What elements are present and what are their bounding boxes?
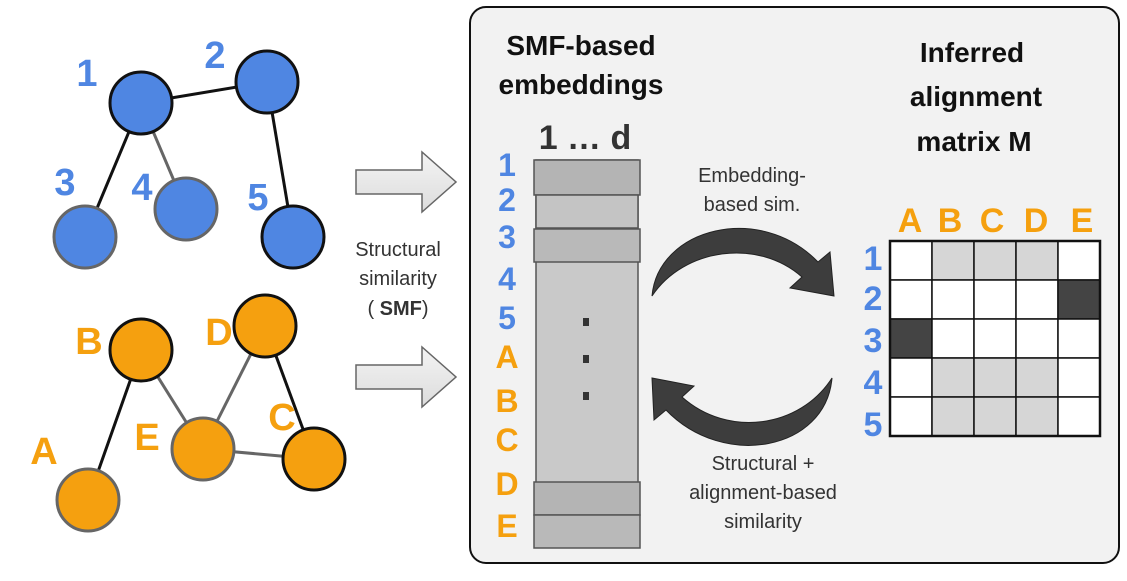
- matrix-cell-2-B: [931, 279, 975, 320]
- emb-label-B: B: [495, 383, 518, 419]
- matrix-title-line2: alignment: [910, 81, 1042, 112]
- embed-dims-label: 1 … d: [539, 119, 632, 157]
- emb-label-C: C: [495, 422, 518, 458]
- cycle-arrow-bottom: [651, 377, 833, 446]
- embed-title-line2: embeddings: [499, 69, 664, 100]
- graph2-node-B: [108, 317, 174, 383]
- graph2-node-A: [55, 467, 121, 533]
- graph1-label-3: 3: [54, 162, 75, 204]
- emb-label-4: 4: [498, 261, 516, 297]
- embedding-row-1: [533, 159, 641, 196]
- matrix-cell-1-A: [889, 240, 933, 281]
- embedding-ellipsis: [583, 318, 589, 400]
- smf-abbr: SMF: [380, 298, 422, 320]
- emb-label-A: A: [495, 339, 518, 375]
- top-cycle-label-line2: based sim.: [704, 194, 801, 216]
- matrix-row-labels: 1 2 3 4 5: [864, 240, 883, 444]
- matrix-row-2: 2: [864, 280, 883, 318]
- top-cycle-label-line1: Embedding-: [698, 165, 806, 187]
- smf-label-line3: ( SMF): [367, 298, 428, 320]
- matrix-cell-5-C: [973, 396, 1017, 437]
- matrix-col-C: C: [980, 202, 1005, 240]
- matrix-cell-5-E: [1057, 396, 1101, 437]
- graph1-label-1: 1: [76, 53, 97, 95]
- cycle-arrow-top: [651, 228, 835, 297]
- matrix-cell-5-A: [889, 396, 933, 437]
- block-arrow-bottom: [355, 345, 458, 409]
- matrix-cell-3-D: [1015, 318, 1059, 359]
- embedding-row-D: [533, 481, 641, 516]
- graph2-label-B: B: [75, 321, 102, 363]
- embedding-row-2: [535, 194, 639, 229]
- graph1-label-4: 4: [131, 167, 152, 209]
- matrix-cell-4-B: [931, 357, 975, 398]
- graph2-label-A: A: [30, 431, 57, 473]
- graph1-node-4: [153, 176, 219, 242]
- bottom-cycle-label-line3: similarity: [724, 511, 802, 533]
- matrix-cell-4-E: [1057, 357, 1101, 398]
- emb-label-5: 5: [498, 300, 516, 336]
- emb-label-D: D: [495, 466, 518, 502]
- matrix-row-3: 3: [864, 322, 883, 360]
- graph1-label-5: 5: [247, 177, 268, 219]
- smf-label-line2: similarity: [359, 268, 437, 290]
- matrix-title-line1: Inferred: [920, 37, 1024, 68]
- matrix-row-1: 1: [864, 240, 883, 278]
- matrix-cell-2-E: [1057, 279, 1101, 320]
- matrix-col-D: D: [1024, 202, 1049, 240]
- emb-label-3: 3: [498, 219, 516, 255]
- matrix-cell-3-C: [973, 318, 1017, 359]
- emb-label-E: E: [496, 508, 517, 544]
- matrix-cell-2-C: [973, 279, 1017, 320]
- matrix-row-5: 5: [864, 406, 883, 444]
- graph2-node-D: [232, 293, 298, 359]
- matrix-cell-1-C: [973, 240, 1017, 281]
- graph1-node-5: [260, 204, 326, 270]
- graph2-node-C: [281, 426, 347, 492]
- graph-1: 1 2 3 4 5: [52, 35, 326, 270]
- emb-label-1: 1: [498, 147, 516, 183]
- graph2-label-D: D: [205, 312, 232, 354]
- graph1-node-1: [108, 70, 174, 136]
- matrix-cell-1-B: [931, 240, 975, 281]
- matrix-cell-5-D: [1015, 396, 1059, 437]
- graph1-node-3: [52, 204, 118, 270]
- matrix-border: [888, 239, 1102, 438]
- matrix-cell-1-E: [1057, 240, 1101, 281]
- matrix-col-B: B: [938, 202, 963, 240]
- matrix-cell-4-D: [1015, 357, 1059, 398]
- matrix-cell-4-A: [889, 357, 933, 398]
- matrix-col-labels: A B C D E: [898, 202, 1094, 240]
- embedding-row-3: [533, 228, 641, 263]
- graph2-label-E: E: [134, 417, 159, 459]
- embedding-row-E: [533, 514, 641, 549]
- block-arrow-top: [355, 150, 458, 214]
- smf-label-line1: Structural: [355, 239, 441, 261]
- alignment-matrix: [888, 239, 1102, 438]
- matrix-cell-1-D: [1015, 240, 1059, 281]
- matrix-cell-2-D: [1015, 279, 1059, 320]
- embed-title-line1: SMF-based: [506, 30, 655, 61]
- graph2-label-C: C: [268, 397, 295, 439]
- bottom-cycle-label-line1: Structural +: [712, 453, 815, 475]
- bottom-cycle-label-line2: alignment-based: [689, 482, 837, 504]
- matrix-cell-5-B: [931, 396, 975, 437]
- graph1-label-2: 2: [204, 35, 225, 77]
- graph-2: A B C D E: [30, 293, 347, 533]
- graph2-node-E: [170, 416, 236, 482]
- matrix-title-line3: matrix M: [916, 126, 1031, 157]
- matrix-row-4: 4: [864, 364, 883, 402]
- embedding-row-labels: 1 2 3 4 5 A B C D E: [495, 147, 518, 544]
- emb-label-2: 2: [498, 182, 516, 218]
- matrix-cell-3-B: [931, 318, 975, 359]
- matrix-cell-2-A: [889, 279, 933, 320]
- matrix-col-A: A: [898, 202, 923, 240]
- matrix-cell-4-C: [973, 357, 1017, 398]
- matrix-cell-3-E: [1057, 318, 1101, 359]
- matrix-col-E: E: [1071, 202, 1094, 240]
- matrix-cell-3-A: [889, 318, 933, 359]
- graph1-node-2: [234, 49, 300, 115]
